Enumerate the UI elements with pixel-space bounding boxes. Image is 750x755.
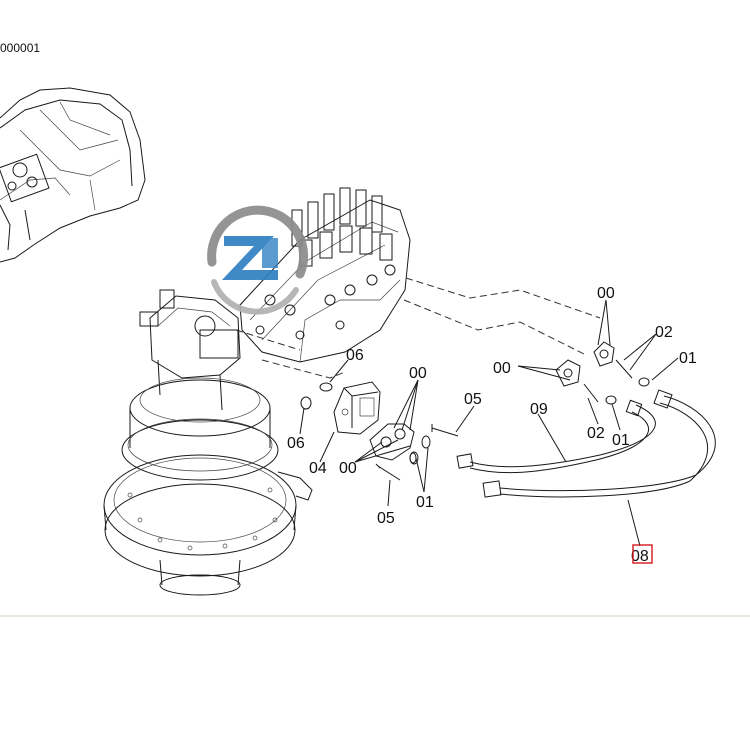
bolt-05-lower xyxy=(375,463,401,481)
bolt-02-lower xyxy=(583,383,599,403)
o-ring-01-mid xyxy=(605,395,617,405)
o-ring-01-left xyxy=(409,452,417,464)
callout-label: 00 xyxy=(339,460,357,477)
bolt-05-upper xyxy=(431,424,459,437)
callout-label: 01 xyxy=(612,432,630,449)
callout-label: 04 xyxy=(309,460,327,477)
route-line-motor xyxy=(235,329,301,351)
flange-clamp-00-lower xyxy=(555,359,581,387)
callout-label-selected[interactable]: 08 xyxy=(631,548,649,565)
callout-label: 05 xyxy=(464,391,482,408)
callout-label: 01 xyxy=(679,350,697,367)
zq-logo-icon xyxy=(207,205,309,315)
callout-label: 01 xyxy=(416,494,434,511)
swing-motor-assembly xyxy=(103,289,313,596)
hose-08 xyxy=(482,389,716,498)
o-ring-06-upper xyxy=(319,382,333,392)
route-line-lower xyxy=(403,299,585,355)
control-valve-assembly xyxy=(239,187,411,363)
relief-valve-block-04 xyxy=(333,381,381,435)
o-ring-01-upper xyxy=(638,377,650,387)
callout-label: 00 xyxy=(597,285,615,302)
route-line-left xyxy=(261,359,346,379)
o-ring-06-lower xyxy=(300,396,312,410)
callout-label: 00 xyxy=(409,365,427,382)
hose-09 xyxy=(456,399,656,474)
leader-lines xyxy=(299,299,679,547)
callout-label: 09 xyxy=(530,401,548,418)
route-line-upper xyxy=(405,277,601,319)
callout-label: 05 xyxy=(377,510,395,527)
selected-part-highlight xyxy=(632,544,653,564)
callout-label: 00 xyxy=(493,360,511,377)
callout-label: 02 xyxy=(655,324,673,341)
callout-label: 06 xyxy=(287,435,305,452)
callout-label: 06 xyxy=(346,347,364,364)
drawing-reference-number: 000001 xyxy=(0,41,40,55)
callout-label: 02 xyxy=(587,425,605,442)
flange-clamp-00-upper xyxy=(593,341,615,367)
bolt-02-upper xyxy=(615,359,633,379)
tank-assembly xyxy=(0,87,146,263)
flange-plate-00 xyxy=(369,423,431,465)
